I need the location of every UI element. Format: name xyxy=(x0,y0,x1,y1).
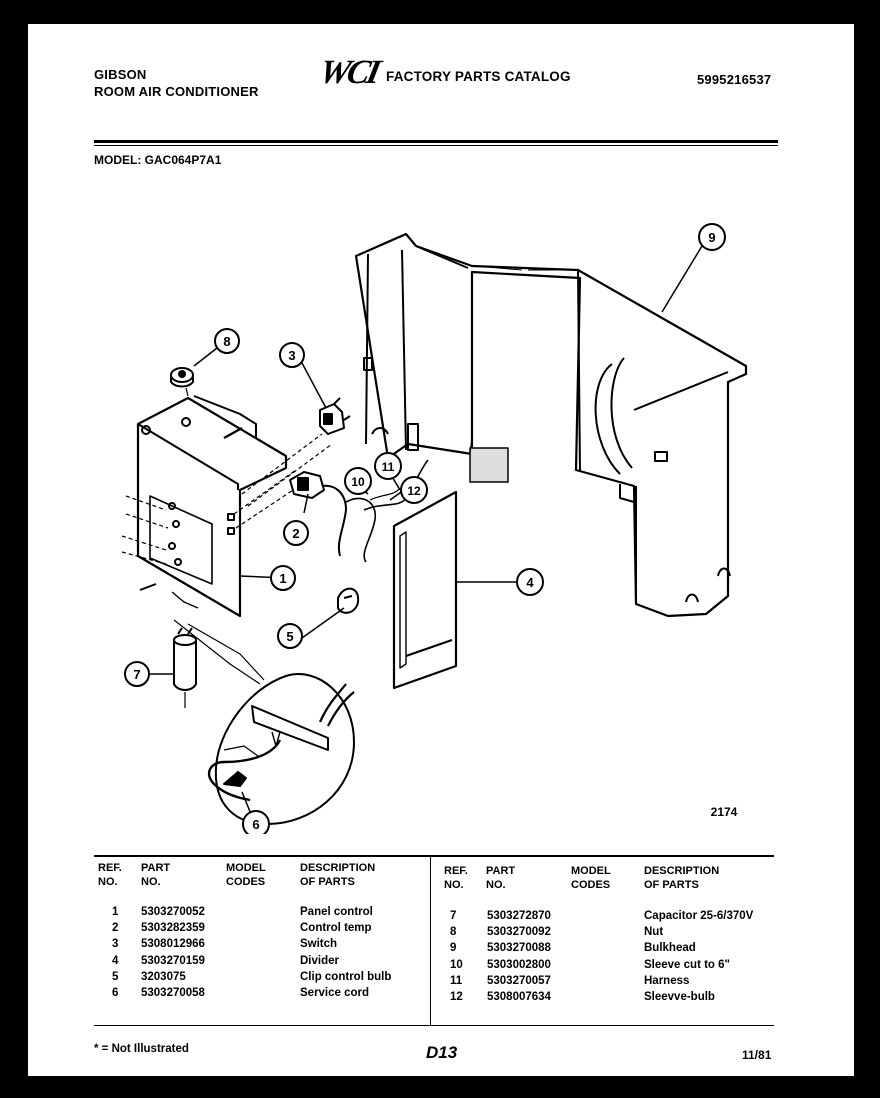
callout-1: 1 xyxy=(279,571,286,586)
ref-cell: 6 xyxy=(112,986,119,999)
header-description-right: DESCRIPTION OF PARTS xyxy=(644,865,720,891)
divider-part xyxy=(392,490,458,690)
description-cell: Bulkhead xyxy=(644,942,696,955)
description-cell: Clip control bulb xyxy=(300,970,392,983)
switch-part xyxy=(319,397,351,435)
catalog-page: GIBSON ROOM AIR CONDITIONER WCI FACTORY … xyxy=(28,24,854,1076)
control-temp-part xyxy=(289,471,347,557)
exploded-parts-diagram: 1 2 3 4 5 6 7 8 9 10 11 12 2174 xyxy=(121,223,748,834)
table-top-rule xyxy=(94,855,774,857)
service-cord-part xyxy=(173,619,355,825)
description-cell: Panel control xyxy=(300,906,373,918)
description-cell: Switch xyxy=(300,938,338,951)
description-cell: Sleevve-bulb xyxy=(644,990,715,1003)
part-number-cell: 5303270052 xyxy=(141,906,205,918)
table-row: 2 5303282359 Control temp xyxy=(94,922,430,938)
callout-12: 12 xyxy=(407,484,421,498)
product-name: ROOM AIR CONDITIONER xyxy=(94,84,259,99)
catalog-number: 5995216537 xyxy=(697,72,772,87)
description-cell: Service cord xyxy=(300,986,370,999)
figure-number: 2174 xyxy=(711,805,738,819)
table-row: 5 3203075 Clip control bulb xyxy=(94,971,430,987)
ref-cell: 3 xyxy=(112,938,119,951)
table-row: 4 5303270159 Divider xyxy=(94,955,430,971)
part-number-cell: 5303282359 xyxy=(141,922,205,935)
ref-cell: 8 xyxy=(450,926,457,939)
ref-cell: 4 xyxy=(112,954,119,967)
ref-cell: 9 xyxy=(450,942,457,955)
left-parts-rows: 1 5303270052 Panel control 2 5303282359 Contr… xyxy=(94,906,430,1003)
ref-cell: 11 xyxy=(450,974,463,987)
header-ref-no: REF. NO. xyxy=(98,862,122,888)
table-bottom-rule xyxy=(94,1025,774,1026)
part-number-cell: 5303270058 xyxy=(141,986,205,999)
header-model-codes: MODEL CODES xyxy=(226,862,266,888)
part-number-cell: 5308007634 xyxy=(487,990,551,1003)
header-description: DESCRIPTION OF PARTS xyxy=(300,862,376,888)
description-cell: Capacitor 25-6/370V xyxy=(644,910,754,922)
description-cell: Control temp xyxy=(300,922,372,935)
part-number-cell: 5308012966 xyxy=(141,938,205,951)
part-number-cell: 5303270159 xyxy=(141,954,205,967)
parts-list-table: REF. NO. PART NO. MODEL CODES DESCRIPTIO… xyxy=(94,855,774,1026)
table-row: 8 5303270092 Nut xyxy=(432,926,774,942)
part-number-cell: 5303002800 xyxy=(487,958,551,971)
callout-8: 8 xyxy=(223,334,230,349)
part-number-cell: 3203075 xyxy=(141,970,186,983)
table-row: 7 5303272870 Capacitor 25-6/370V xyxy=(432,910,774,926)
ref-cell: 12 xyxy=(450,990,463,1003)
part-number-cell: 5303270088 xyxy=(487,942,551,955)
callout-7: 7 xyxy=(133,667,140,682)
table-row: 12 5308007634 Sleevve-bulb xyxy=(432,991,774,1007)
right-parts-rows: 7 5303272870 Capacitor 25-6/370V 8 530327009… xyxy=(432,910,774,1007)
header-part-no-right: PART NO. xyxy=(486,865,516,891)
header-part-no: PART NO. xyxy=(141,862,171,888)
part-number-cell: 5303272870 xyxy=(487,910,551,922)
callout-4: 4 xyxy=(526,575,534,590)
ref-cell: 10 xyxy=(450,958,463,971)
panel-control-part xyxy=(121,395,333,618)
description-cell: Harness xyxy=(644,974,690,987)
page-code: D13 xyxy=(426,1043,458,1062)
clip-control-bulb-part xyxy=(337,587,360,614)
callout-2: 2 xyxy=(292,526,299,541)
part-number-cell: 5303270092 xyxy=(487,926,551,939)
part-number-cell: 5303270057 xyxy=(487,974,551,987)
table-row: 9 5303270088 Bulkhead xyxy=(432,942,774,958)
callout-10: 10 xyxy=(351,475,365,489)
description-cell: Sleeve cut to 6" xyxy=(644,958,730,971)
nut-part xyxy=(170,367,194,397)
callout-6: 6 xyxy=(252,817,259,832)
ref-cell: 1 xyxy=(112,906,119,918)
header-model-codes-right: MODEL CODES xyxy=(571,865,611,891)
callout-11: 11 xyxy=(382,460,395,474)
bulkhead-part xyxy=(354,232,748,618)
catalog-date: 11/81 xyxy=(742,1048,772,1062)
header-ref-no-right: REF. NO. xyxy=(444,865,468,891)
header-rule-thick xyxy=(94,140,778,143)
catalog-title: FACTORY PARTS CATALOG xyxy=(386,69,571,84)
table-row: 10 5303002800 Sleeve cut to 6" xyxy=(432,959,774,975)
model-label: MODEL: GAC064P7A1 xyxy=(94,153,222,167)
callout-5: 5 xyxy=(286,629,293,644)
header-rule-thin xyxy=(94,145,778,146)
description-cell: Nut xyxy=(644,926,664,939)
ref-cell: 5 xyxy=(112,970,119,983)
brand-name: GIBSON xyxy=(94,67,147,82)
description-cell: Divider xyxy=(300,954,339,967)
table-row: 11 5303270057 Harness xyxy=(432,975,774,991)
callout-3: 3 xyxy=(288,348,295,363)
table-row: 6 5303270058 Service cord xyxy=(94,987,430,1003)
not-illustrated-note: * = Not Illustrated xyxy=(94,1043,189,1055)
table-column-divider xyxy=(430,857,431,1025)
ref-cell: 7 xyxy=(450,910,457,922)
capacitor-part xyxy=(173,627,197,708)
ref-cell: 2 xyxy=(112,922,119,935)
callout-9: 9 xyxy=(708,230,715,245)
table-row: 3 5308012966 Switch xyxy=(94,938,430,954)
table-row: 1 5303270052 Panel control xyxy=(94,906,430,922)
